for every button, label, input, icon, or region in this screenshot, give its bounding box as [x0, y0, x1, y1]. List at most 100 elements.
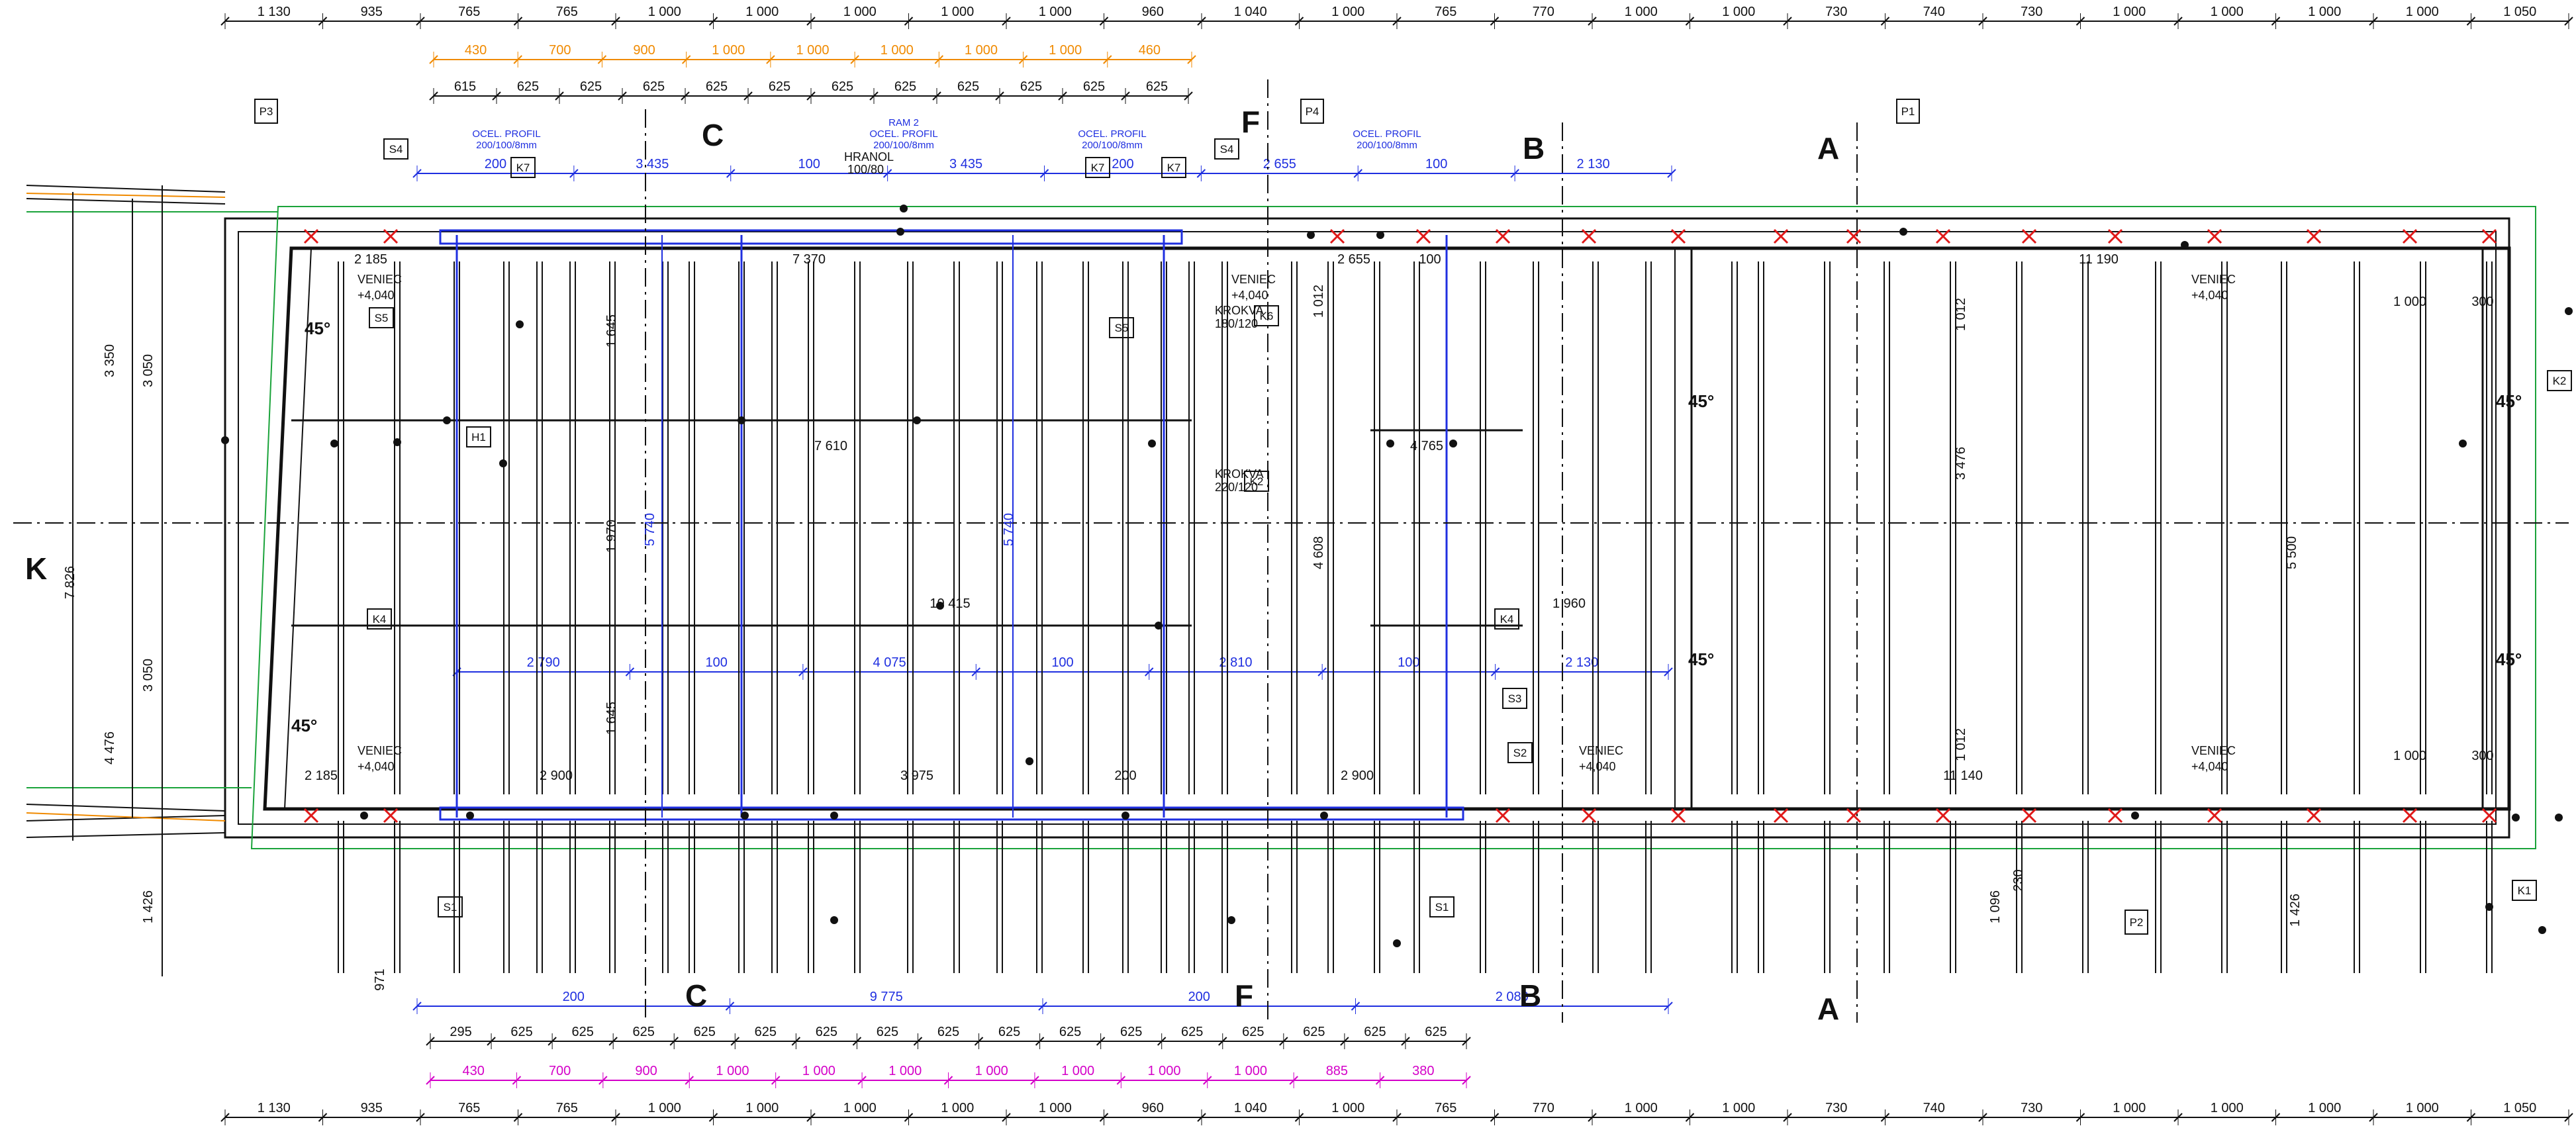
spacing-dim-bottom-label: 625	[633, 1025, 655, 1039]
section-k: K	[25, 551, 47, 586]
tag-box	[1244, 471, 1269, 492]
note-ocel-1: OCEL. PROFIL	[472, 128, 540, 140]
anchor-mark	[2481, 228, 2497, 244]
dim-2655: 2 655	[1337, 252, 1370, 267]
note-krokva-2: KROKVA	[1215, 304, 1264, 317]
top-dim-label: 1 000	[1722, 5, 1755, 19]
connection-point	[2459, 440, 2467, 447]
spacing-dim-bottom-label: 625	[937, 1025, 959, 1039]
connection-point	[936, 602, 944, 610]
section-c-top: C	[702, 118, 724, 152]
note-level-4040-2: +4,040	[1231, 289, 1268, 302]
connection-point	[330, 440, 338, 447]
dim-7610: 7 610	[814, 439, 847, 453]
spacing-dim-top-label: 625	[1146, 79, 1168, 94]
orange-dim-label: 430	[465, 43, 487, 58]
anchor-mark	[1935, 228, 1951, 244]
magenta-dim-label: 1 000	[1061, 1064, 1094, 1078]
tag-k7-c: K7	[516, 162, 530, 174]
tag-k1: K1	[2518, 884, 2532, 897]
top-dim-label: 1 000	[843, 5, 877, 19]
bottom-dim-label: 730	[1825, 1101, 1847, 1115]
angle-label: 45°	[2496, 649, 2522, 669]
top-dim-label: 1 000	[2211, 5, 2244, 19]
steel-dim-top-label: 3 435	[636, 157, 669, 171]
orange-dim-label: 1 000	[881, 43, 914, 58]
bottom-dim-label: 765	[458, 1101, 480, 1115]
spacing-dim-bottom-label: 625	[1425, 1025, 1447, 1039]
connection-point	[900, 205, 908, 212]
steel-frame-bottom	[439, 806, 1464, 821]
tag-p1: P1	[1901, 105, 1915, 118]
steel-frame-ram2	[439, 229, 1183, 245]
tag-k6: K6	[1260, 310, 1274, 322]
anchor-mark	[2107, 808, 2123, 823]
steel-dim-mid-label: 100	[1398, 655, 1419, 670]
anchor-mark	[303, 808, 319, 823]
dim-1426-r: 1 426	[2288, 894, 2303, 927]
tag-s1: S1	[444, 901, 457, 914]
section-markers: C C F F B B A A K	[25, 105, 1839, 1026]
connection-point	[896, 228, 904, 236]
dim-3476: 3 476	[1954, 447, 1968, 480]
bottom-dim-label: 1 000	[1722, 1101, 1755, 1115]
connection-point	[913, 416, 921, 424]
steel-dim-mid-label: 2 130	[1565, 655, 1598, 670]
dim-1096: 1 096	[1988, 890, 2003, 923]
angle-label: 45°	[1688, 391, 1714, 411]
tag-box	[1254, 305, 1279, 326]
anchor-mark	[2306, 808, 2322, 823]
tag-k7-b: K7	[1091, 162, 1105, 174]
connection-point	[738, 416, 745, 424]
anchor-mark	[303, 228, 319, 244]
bottom-dim-label: 1 000	[1331, 1101, 1364, 1115]
note-level-4040-5: +4,040	[1579, 760, 1616, 773]
connection-points	[221, 205, 2573, 947]
spacing-dim-bottom-label: 625	[510, 1025, 532, 1039]
anchor-mark	[1773, 808, 1789, 823]
steel-dim-top-label: 200	[1112, 157, 1133, 171]
spacing-dim-bottom-label: 625	[1059, 1025, 1081, 1039]
steel-dim-mid-label: 2 810	[1219, 655, 1252, 670]
left-vertical-dimensions: 3 350 3 050 3 050 4 476 1 426 7 826	[63, 185, 163, 976]
magenta-dim-label: 900	[635, 1064, 657, 1078]
dim-4476: 4 476	[103, 731, 117, 765]
anchor-mark	[1415, 228, 1431, 244]
bottom-dim-label: 730	[2021, 1101, 2042, 1115]
dim-2900: 2 900	[540, 769, 573, 783]
dim-1000-b: 1 000	[2393, 749, 2426, 763]
section-f-bottom: F	[1235, 978, 1253, 1013]
centerline	[13, 79, 2569, 1023]
steel-dim-top-label: 200	[485, 157, 506, 171]
steel-dim-mid-label: 2 790	[527, 655, 560, 670]
spacing-dim-top-label: 625	[894, 79, 916, 94]
anchor-mark	[1670, 228, 1686, 244]
note-ram2: RAM 2	[888, 117, 919, 128]
outer-wall-outline	[224, 217, 2510, 839]
bottom-dim-label: 935	[361, 1101, 383, 1115]
steel-dim-top-label: 3 435	[949, 157, 982, 171]
note-level-4040-4: +4,040	[358, 760, 395, 773]
tag-k4-b: K4	[1500, 613, 1514, 626]
tag-box	[1502, 688, 1527, 709]
top-dim-label: 1 000	[1039, 5, 1072, 19]
dim-3350: 3 350	[103, 344, 117, 377]
note-veniec-4: VENIEC	[358, 744, 402, 757]
dim-1960: 1 960	[1552, 596, 1586, 611]
note-ocel-2-dims: 200/100/8mm	[1082, 140, 1143, 151]
ext-line	[26, 804, 226, 812]
note-ocel-1-dims: 200/100/8mm	[476, 140, 537, 151]
note-veniec-3: VENIEC	[2191, 273, 2236, 286]
tag-box	[466, 426, 491, 447]
bottom-dim-label: 1 000	[2211, 1101, 2244, 1115]
anchor-mark	[1581, 228, 1597, 244]
anchor-mark	[1846, 808, 1862, 823]
steel-dim-mid-label: 4 075	[873, 655, 906, 670]
rafter-lines	[338, 261, 2493, 973]
connection-point	[360, 812, 368, 820]
tag-box	[1214, 138, 1239, 160]
note-krokva-dims: 220/120	[1215, 481, 1258, 494]
